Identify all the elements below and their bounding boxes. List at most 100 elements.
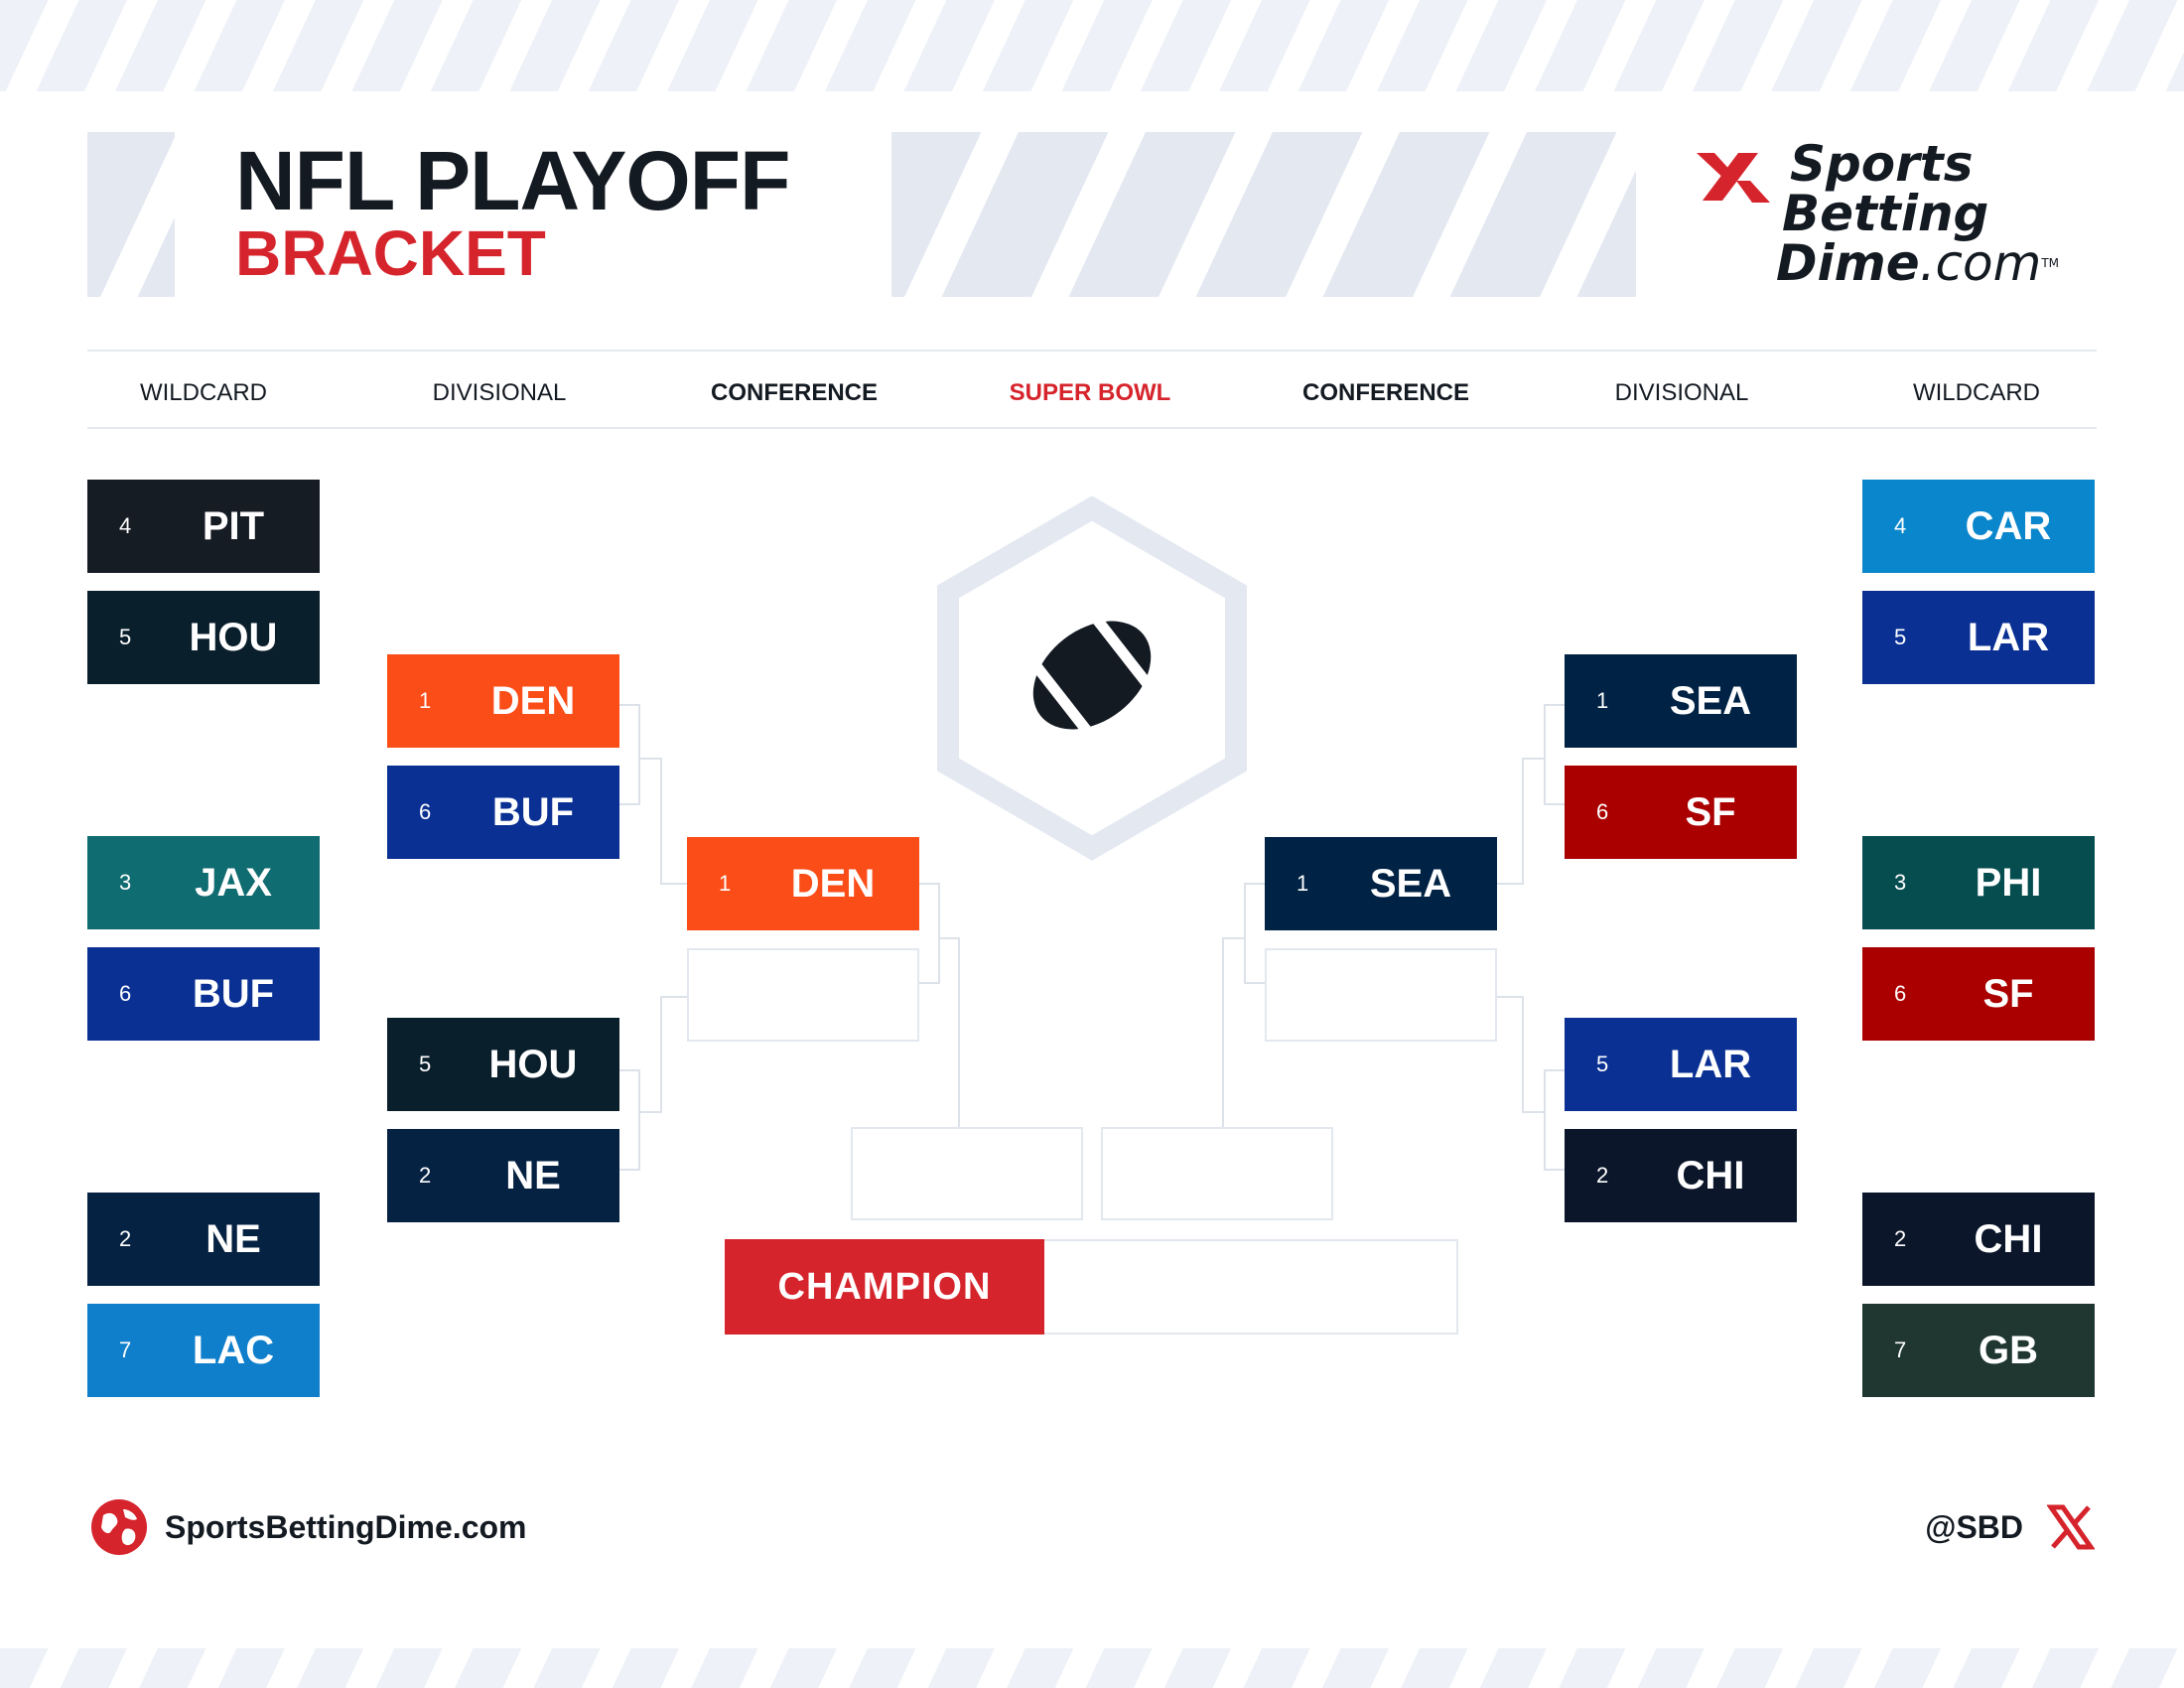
- team-abbr: DEN: [790, 862, 876, 906]
- seed-number: 1: [719, 871, 732, 896]
- title-line-1: NFL PLAYOFF: [235, 134, 790, 227]
- seed-number: 5: [419, 1052, 432, 1076]
- left-wildcard-slot-1[interactable]: 4 PIT: [87, 480, 320, 573]
- seed-number: 1: [1297, 871, 1309, 896]
- round-label-conference-left: CONFERENCE: [710, 379, 878, 406]
- right-divisional-slot-3[interactable]: 5 LAR: [1565, 1018, 1797, 1111]
- super-bowl-slot-left[interactable]: [851, 1127, 1083, 1220]
- seed-number: 2: [119, 1226, 132, 1251]
- globe-icon: [91, 1499, 147, 1555]
- right-wildcard-slot-5[interactable]: 2 CHI: [1862, 1193, 2095, 1286]
- footer-site-text: SportsBettingDime.com: [165, 1508, 527, 1545]
- round-label-super-bowl: SUPER BOWL: [1009, 379, 1171, 406]
- left-wildcard-slot-2[interactable]: 5 HOU: [87, 591, 320, 684]
- team-abbr: SEA: [1369, 862, 1452, 906]
- team-abbr: SEA: [1669, 679, 1752, 723]
- team-abbr: LAR: [1967, 616, 2050, 659]
- seed-number: 6: [119, 981, 132, 1006]
- brand-line-3: Dime.comTM: [1776, 238, 2059, 288]
- right-wildcard-slot-6[interactable]: 7 GB: [1862, 1304, 2095, 1397]
- team-abbr: BUF: [192, 972, 275, 1016]
- team-abbr: CHI: [1676, 1154, 1745, 1197]
- champion-label: CHAMPION: [725, 1239, 1044, 1335]
- left-wildcard-slot-5[interactable]: 2 NE: [87, 1193, 320, 1286]
- brand-suffix: .com: [1919, 234, 2042, 292]
- team-abbr: JAX: [195, 861, 272, 905]
- team-abbr: NE: [205, 1217, 261, 1261]
- title-line-2: BRACKET: [235, 217, 546, 289]
- footer-handle-text: @SBD: [1925, 1508, 2023, 1545]
- seed-number: 6: [1596, 799, 1609, 824]
- seed-number: 5: [1894, 625, 1907, 649]
- super-bowl-slot-right[interactable]: [1101, 1127, 1333, 1220]
- x-logo-icon: [2047, 1504, 2095, 1550]
- seed-number: 3: [1894, 870, 1907, 895]
- team-abbr: LAR: [1669, 1043, 1752, 1086]
- seed-number: 3: [119, 870, 132, 895]
- team-abbr: CAR: [1965, 504, 2052, 548]
- brand-logo: Sports Betting Dime.comTM: [1693, 139, 2059, 298]
- left-divisional-slot-1[interactable]: 1 DEN: [387, 654, 619, 748]
- football-icon: [1025, 607, 1159, 744]
- seed-number: 2: [1894, 1226, 1907, 1251]
- sbd-logo-mark-icon: [1697, 153, 1770, 203]
- right-divisional-slot-2[interactable]: 6 SF: [1565, 766, 1797, 859]
- seed-number: 4: [119, 513, 132, 538]
- seed-number: 6: [419, 799, 432, 824]
- footer-website[interactable]: SportsBettingDime.com: [89, 1497, 526, 1557]
- round-header-bar: WILDCARD DIVISIONAL CONFERENCE SUPER BOW…: [87, 350, 2097, 429]
- brand-trademark: TM: [2041, 256, 2060, 270]
- team-abbr: PIT: [202, 504, 265, 548]
- round-label-conference-right: CONFERENCE: [1301, 379, 1469, 406]
- seed-number: 7: [119, 1337, 132, 1362]
- team-abbr: PHI: [1975, 861, 2042, 905]
- brand-line-1: Sports: [1790, 135, 1974, 193]
- footer-social[interactable]: @SBD: [1925, 1497, 2095, 1557]
- seed-number: 1: [419, 688, 432, 713]
- seed-number: 2: [419, 1163, 432, 1188]
- team-abbr: DEN: [490, 679, 576, 723]
- champion-slot[interactable]: CHAMPION: [725, 1239, 1458, 1335]
- seed-number: 2: [1596, 1163, 1609, 1188]
- page-title: NFL PLAYOFF BRACKET: [235, 134, 790, 289]
- team-abbr: GB: [1979, 1329, 2038, 1372]
- brand-wordmark: Sports Betting Dime.comTM: [1776, 139, 2059, 288]
- left-divisional-slot-2[interactable]: 6 BUF: [387, 766, 619, 859]
- left-conference-slot-1[interactable]: 1 DEN: [687, 837, 919, 930]
- brand-line-2: Betting: [1782, 185, 1989, 242]
- round-label-wildcard-left: WILDCARD: [139, 379, 267, 406]
- left-conference-slot-2[interactable]: [687, 948, 919, 1042]
- team-abbr: SF: [1685, 790, 1736, 834]
- seed-number: 5: [1596, 1052, 1609, 1076]
- team-abbr: CHI: [1974, 1217, 2043, 1261]
- right-wildcard-slot-1[interactable]: 4 CAR: [1862, 480, 2095, 573]
- round-label-divisional-left: DIVISIONAL: [432, 379, 567, 406]
- right-wildcard-slot-2[interactable]: 5 LAR: [1862, 591, 2095, 684]
- right-wildcard-slot-3[interactable]: 3 PHI: [1862, 836, 2095, 929]
- bottom-stripe-band: [0, 1648, 2184, 1688]
- team-abbr: HOU: [189, 616, 278, 659]
- team-abbr: BUF: [491, 790, 575, 834]
- seed-number: 4: [1894, 513, 1907, 538]
- seed-number: 5: [119, 625, 132, 649]
- seed-number: 7: [1894, 1337, 1907, 1362]
- team-abbr: SF: [1982, 972, 2034, 1016]
- left-wildcard-slot-3[interactable]: 3 JAX: [87, 836, 320, 929]
- left-wildcard-slot-4[interactable]: 6 BUF: [87, 947, 320, 1041]
- right-divisional-slot-1[interactable]: 1 SEA: [1565, 654, 1797, 748]
- right-conference-slot-1[interactable]: 1 SEA: [1265, 837, 1497, 930]
- team-abbr: HOU: [488, 1043, 578, 1086]
- left-divisional-slot-3[interactable]: 5 HOU: [387, 1018, 619, 1111]
- round-label-wildcard-right: WILDCARD: [1912, 379, 2040, 406]
- right-divisional-slot-4[interactable]: 2 CHI: [1565, 1129, 1797, 1222]
- header-stripe-left: [87, 132, 175, 297]
- brand-dime: Dime: [1776, 234, 1920, 292]
- seed-number: 1: [1596, 688, 1609, 713]
- right-conference-slot-2[interactable]: [1265, 948, 1497, 1042]
- header-stripe-middle: [891, 132, 1636, 297]
- round-label-divisional-right: DIVISIONAL: [1614, 379, 1749, 406]
